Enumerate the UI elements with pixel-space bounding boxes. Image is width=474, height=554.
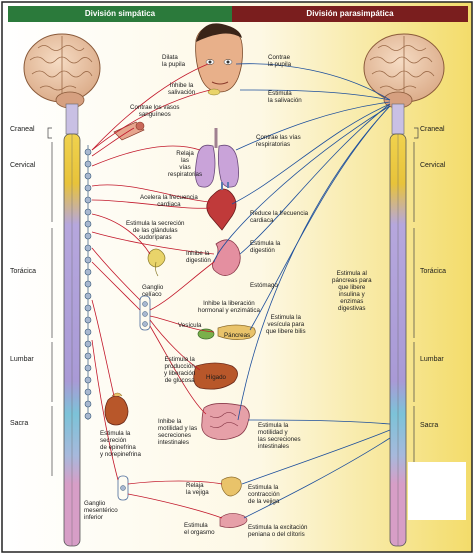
left-region-toracica: Torácica bbox=[10, 268, 37, 275]
label-inhibe-salivacion: Inhibe la salivación bbox=[168, 82, 196, 96]
sympathetic-header: División simpática bbox=[8, 6, 232, 22]
label-inhibe-liberacion: Inhibe la liberación hormonal y enzimáti… bbox=[198, 300, 260, 314]
label-pancreas: Páncreas bbox=[224, 332, 251, 339]
label-estimula-contraccion-vejiga: Estimula la contracción de la vejiga bbox=[248, 484, 280, 505]
lungs bbox=[195, 128, 239, 188]
label-relaja-vejiga: Relaja la vejiga bbox=[186, 482, 209, 496]
label-estimula-salivacion: Estimula la salivación bbox=[268, 90, 302, 104]
label-contrae-pupila: Contrae la pupila bbox=[268, 54, 292, 68]
label-dilata-pupila: Dilata la pupila bbox=[162, 54, 186, 68]
label-estimula-digestion: Estimula la digestión bbox=[250, 240, 281, 254]
right-brain bbox=[363, 33, 445, 109]
sympathetic-chain bbox=[84, 145, 92, 420]
right-region-sacra: Sacra bbox=[420, 422, 439, 429]
label-ganglio-celiaco: Ganglio celíaco bbox=[142, 284, 164, 298]
label-ganglio-mesenterico: Ganglio mesentérico inferior bbox=[84, 500, 118, 521]
label-estimula-orgasmo: Estimula el orgasmo bbox=[184, 522, 215, 536]
left-spinal-cord bbox=[63, 103, 92, 547]
parasympathetic-header: División parasimpática bbox=[232, 6, 468, 22]
sweat-gland bbox=[147, 248, 166, 277]
right-region-toracica: Torácica bbox=[420, 268, 447, 275]
left-region-craneal: Craneal bbox=[10, 126, 35, 133]
left-region-sacra: Sacra bbox=[10, 420, 29, 427]
label-reduce-frecuencia: Reduce la frecuencia cardiaca bbox=[250, 210, 309, 224]
label-higado: Hígado bbox=[206, 374, 226, 381]
label-estimula-epinefrina: Estimula la secreción de epinefrina y no… bbox=[100, 430, 141, 458]
label-acelera-frecuencia: Acelera la frecuencia cardiaca bbox=[140, 194, 198, 208]
heart bbox=[206, 182, 237, 231]
label-estimula-excitacion: Estimula la excitación peniana o del clí… bbox=[248, 524, 308, 538]
liver bbox=[193, 362, 238, 390]
label-estomago: Estómago bbox=[250, 282, 278, 289]
label-estimula-vesicula: Estimula la vesícula para que libere bil… bbox=[266, 314, 306, 335]
inferior-mesenteric-ganglion bbox=[117, 475, 129, 501]
label-estimula-secrecion-glandulas: Estimula la secreción de las glándulas s… bbox=[126, 220, 185, 241]
right-region-lumbar: Lumbar bbox=[420, 356, 444, 363]
celiac-ganglion bbox=[139, 295, 151, 331]
label-estimula-pancreas: Estimula al páncreas para que libere ins… bbox=[332, 270, 372, 312]
intestines bbox=[201, 403, 250, 440]
left-region-lumbar: Lumbar bbox=[10, 356, 34, 363]
label-vesicula: Vesícula bbox=[178, 322, 202, 329]
label-estimula-produccion-glucosa: Estimula la producción y liberación de g… bbox=[164, 356, 196, 384]
label-inhibe-digestion: Inhibe la digestión bbox=[186, 250, 211, 264]
genitals bbox=[219, 513, 248, 528]
label-inhibe-motilidad: Inhibe la motilidad y las secreciones in… bbox=[158, 418, 198, 446]
blank-panel bbox=[408, 462, 466, 520]
bladder bbox=[221, 476, 242, 497]
left-region-cervical: Cervical bbox=[10, 162, 36, 169]
label-contrae-vasos: Contrae los vasos sanguíneos bbox=[130, 104, 180, 118]
adrenal-kidney bbox=[104, 392, 129, 426]
stomach bbox=[212, 239, 241, 276]
right-spinal-cord bbox=[389, 103, 407, 547]
label-estimula-motilidad: Estimula la motilidad y las secreciones … bbox=[258, 422, 301, 450]
parasympathetic-nerves bbox=[213, 63, 391, 519]
right-region-cervical: Cervical bbox=[420, 162, 446, 169]
head-face bbox=[195, 23, 243, 96]
label-contrae-vias: Contrae las vías respiratorias bbox=[256, 134, 301, 148]
sympathetic-nerves bbox=[91, 63, 223, 519]
label-relaja-vias: Relaja las vías respiratorias bbox=[168, 150, 203, 178]
left-region-brackets bbox=[47, 127, 53, 476]
gallbladder-pancreas bbox=[197, 324, 256, 340]
right-region-craneal: Craneal bbox=[420, 126, 445, 133]
